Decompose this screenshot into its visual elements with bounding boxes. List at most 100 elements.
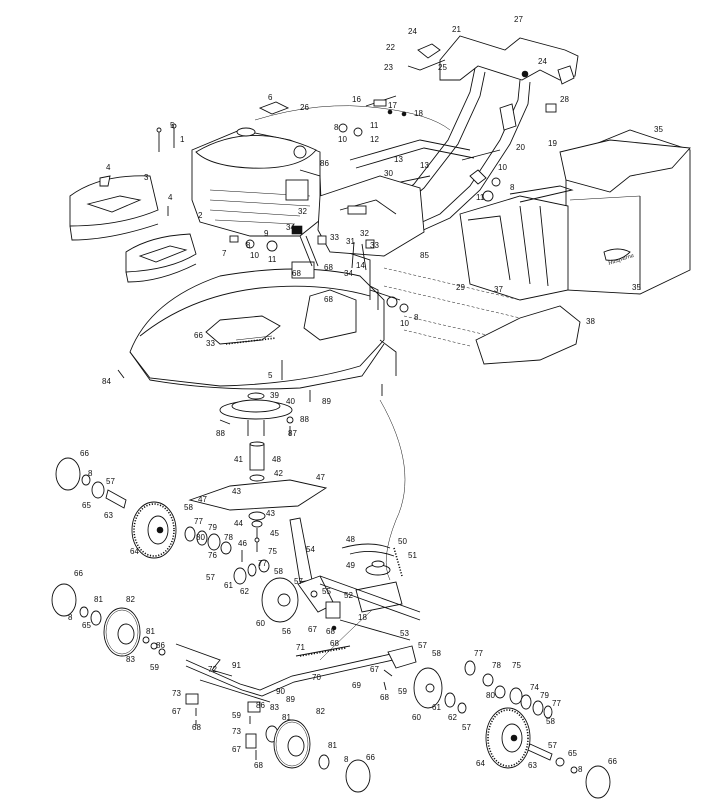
label-8b: 8 xyxy=(334,123,339,132)
label-66e: 66 xyxy=(608,757,617,766)
label-65b: 65 xyxy=(82,621,91,630)
label-10a: 10 xyxy=(250,251,259,260)
label-11c: 11 xyxy=(476,193,485,202)
label-68d: 68 xyxy=(326,627,335,636)
label-14: 14 xyxy=(356,261,365,270)
label-12: 12 xyxy=(370,135,379,144)
label-8e: 8 xyxy=(88,469,93,478)
grass-bag xyxy=(459,129,691,365)
frame xyxy=(299,175,521,347)
label-67a: 67 xyxy=(308,625,317,634)
label-54: 54 xyxy=(306,545,315,554)
label-5: 5 xyxy=(170,121,175,130)
label-8a: 8 xyxy=(246,241,251,250)
label-70: 70 xyxy=(312,673,321,682)
label-77b: 77 xyxy=(258,559,267,568)
covers xyxy=(69,123,197,283)
label-80b: 80 xyxy=(486,691,495,700)
label-91: 91 xyxy=(232,661,241,670)
label-60b: 60 xyxy=(412,713,421,722)
label-55: 55 xyxy=(322,587,331,596)
label-68a: 68 xyxy=(292,269,301,278)
label-26: 26 xyxy=(300,103,309,112)
label-49: 49 xyxy=(346,561,355,570)
wheel-rear-left xyxy=(51,583,166,657)
label-24b: 24 xyxy=(538,57,547,66)
label-9: 9 xyxy=(264,229,269,238)
label-33b: 33 xyxy=(370,241,379,250)
label-62b: 62 xyxy=(448,713,457,722)
label-77d: 77 xyxy=(552,699,561,708)
label-83a: 83 xyxy=(126,655,135,664)
label-72: 72 xyxy=(208,665,217,674)
label-52: 52 xyxy=(344,591,353,600)
label-29: 29 xyxy=(456,283,465,292)
label-68c: 68 xyxy=(324,295,333,304)
label-43b: 43 xyxy=(266,509,275,518)
label-84: 84 xyxy=(102,377,111,386)
label-59b: 59 xyxy=(398,687,407,696)
label-47b: 47 xyxy=(316,473,325,482)
label-78b: 78 xyxy=(492,661,501,670)
label-61a: 61 xyxy=(224,581,233,590)
label-13a: 13 xyxy=(394,155,403,164)
label-77a: 77 xyxy=(194,517,203,526)
label-66d: 66 xyxy=(366,753,375,762)
label-37: 37 xyxy=(494,285,503,294)
label-58a: 58 xyxy=(184,503,193,512)
label-44: 44 xyxy=(234,519,243,528)
label-71: 71 xyxy=(296,643,305,652)
label-57b: 57 xyxy=(206,573,215,582)
label-8g: 8 xyxy=(344,755,349,764)
label-59c: 59 xyxy=(232,711,241,720)
label-47a: 47 xyxy=(198,495,207,504)
label-85: 85 xyxy=(420,251,429,260)
label-33a: 33 xyxy=(330,233,339,242)
label-3: 3 xyxy=(144,173,149,182)
label-68e: 68 xyxy=(330,639,339,648)
label-24a: 24 xyxy=(408,27,417,36)
label-1: 1 xyxy=(180,135,185,144)
label-11b: 11 xyxy=(370,121,379,130)
label-17: 17 xyxy=(388,101,397,110)
label-75: 75 xyxy=(268,547,277,556)
label-67b: 67 xyxy=(370,665,379,674)
wheel-front-left xyxy=(55,457,243,562)
label-81a: 81 xyxy=(94,595,103,604)
label-68g: 68 xyxy=(192,723,201,732)
label-62a: 62 xyxy=(240,587,249,596)
label-86a: 86 xyxy=(156,641,165,650)
label-48a: 48 xyxy=(272,455,281,464)
label-67d: 67 xyxy=(232,745,241,754)
label-18b: 18 xyxy=(358,613,367,622)
label-32a: 32 xyxy=(298,207,307,216)
label-34b: 34 xyxy=(344,269,353,278)
label-81d: 81 xyxy=(328,741,337,750)
label-13b: 13 xyxy=(420,161,429,170)
label-45: 45 xyxy=(270,529,279,538)
label-46: 46 xyxy=(238,539,247,548)
label-68f: 68 xyxy=(380,693,389,702)
label-2: 2 xyxy=(198,211,203,220)
label-10b: 10 xyxy=(338,135,347,144)
label-86b: 86 xyxy=(256,701,265,710)
label-6: 6 xyxy=(268,93,273,102)
label-58b: 58 xyxy=(274,567,283,576)
label-63b: 63 xyxy=(528,761,537,770)
label-88b: 88 xyxy=(216,429,225,438)
label-79b: 79 xyxy=(540,691,549,700)
label-77c: 77 xyxy=(474,649,483,658)
label-57c: 57 xyxy=(294,577,303,586)
label-23: 23 xyxy=(384,63,393,72)
label-57d: 57 xyxy=(418,641,427,650)
label-90: 90 xyxy=(276,687,285,696)
label-81c: 81 xyxy=(282,713,291,722)
label-42: 42 xyxy=(274,469,283,478)
label-5b: 5 xyxy=(268,371,273,380)
engine xyxy=(191,127,323,237)
label-30: 30 xyxy=(384,169,393,178)
label-43a: 43 xyxy=(232,487,241,496)
label-25: 25 xyxy=(438,63,447,72)
label-40: 40 xyxy=(286,397,295,406)
label-41: 41 xyxy=(234,455,243,464)
